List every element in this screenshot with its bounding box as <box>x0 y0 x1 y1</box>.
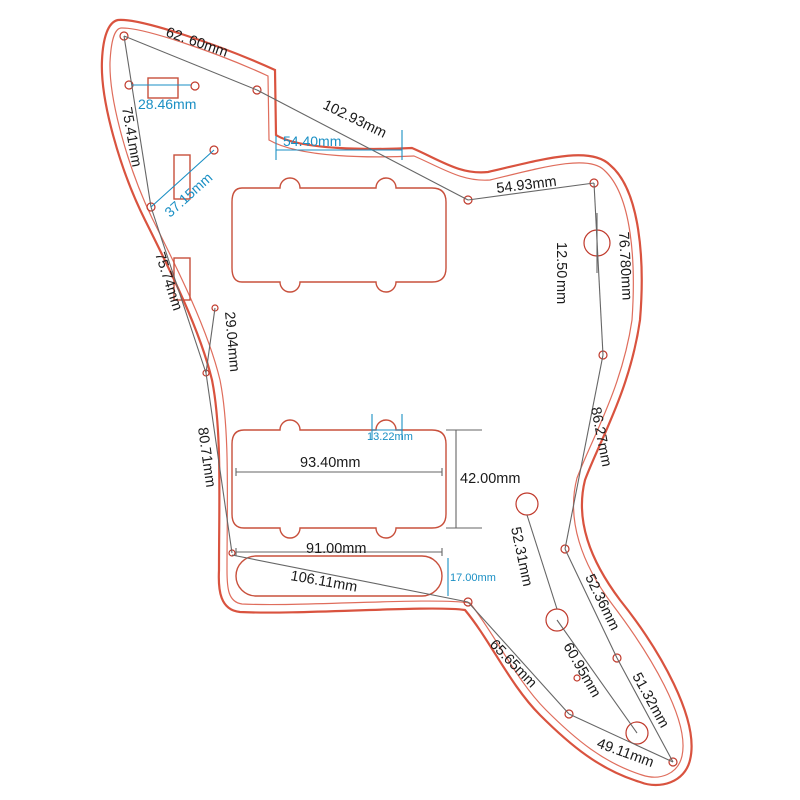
dim-28-46: 28.46mm <box>138 96 196 112</box>
neck-pickup-cutout <box>231 177 447 293</box>
dim-54-93: 54.93mm <box>496 174 558 197</box>
switch-slot-2 <box>173 154 191 200</box>
dim-17-00: 17.00mm <box>450 572 496 584</box>
jack-hole <box>625 721 649 745</box>
screw-hole <box>119 31 129 41</box>
switch-slot-1 <box>147 77 179 99</box>
screw-hole <box>209 145 219 155</box>
screw-hole <box>560 544 570 554</box>
dim-29-04: 29.04mm <box>221 311 242 373</box>
dim-52-36: 52.36mm <box>581 572 622 633</box>
dimension-lines <box>123 35 674 763</box>
dim-12-50: 12.50 <box>553 242 569 278</box>
dim-37-15: 37.15mm <box>161 169 215 220</box>
dim-12-50-unit: mm <box>553 280 569 304</box>
pot-hole-mid <box>515 492 539 516</box>
screw-holes <box>119 31 678 767</box>
dim-52-31: 52.31mm <box>507 526 535 588</box>
screw-hole <box>668 757 678 767</box>
dim-86-27: 86.27mm <box>587 406 614 468</box>
dim-91-00: 91.00mm <box>306 541 366 557</box>
screw-hole <box>252 85 262 95</box>
screw-hole <box>190 81 200 91</box>
dim-76-780: 76.780mm <box>615 231 635 300</box>
screw-hole <box>463 597 473 607</box>
pickguard-inner-outline <box>109 27 684 778</box>
screw-hole <box>612 653 622 663</box>
dim-93-40: 93.40mm <box>300 455 360 471</box>
bridge-pickup-cutout <box>231 419 447 539</box>
screw-hole <box>573 674 581 682</box>
screw-hole <box>564 709 574 719</box>
dim-54-40: 54.40mm <box>283 133 341 149</box>
dim-75-74: 75.74mm <box>151 250 185 312</box>
dim-42-00: 42.00mm <box>460 471 520 487</box>
pickguard-outline <box>100 18 693 787</box>
dim-13-22: 13.22mm <box>367 431 413 443</box>
accent-dimension-lines <box>132 84 449 596</box>
control-slot <box>235 555 443 597</box>
dim-62-60: 62. 60mm <box>164 25 230 61</box>
dim-106-11: 106.11mm <box>289 568 358 595</box>
screw-hole <box>146 202 156 212</box>
dim-60-95: 60.95mm <box>560 640 604 700</box>
